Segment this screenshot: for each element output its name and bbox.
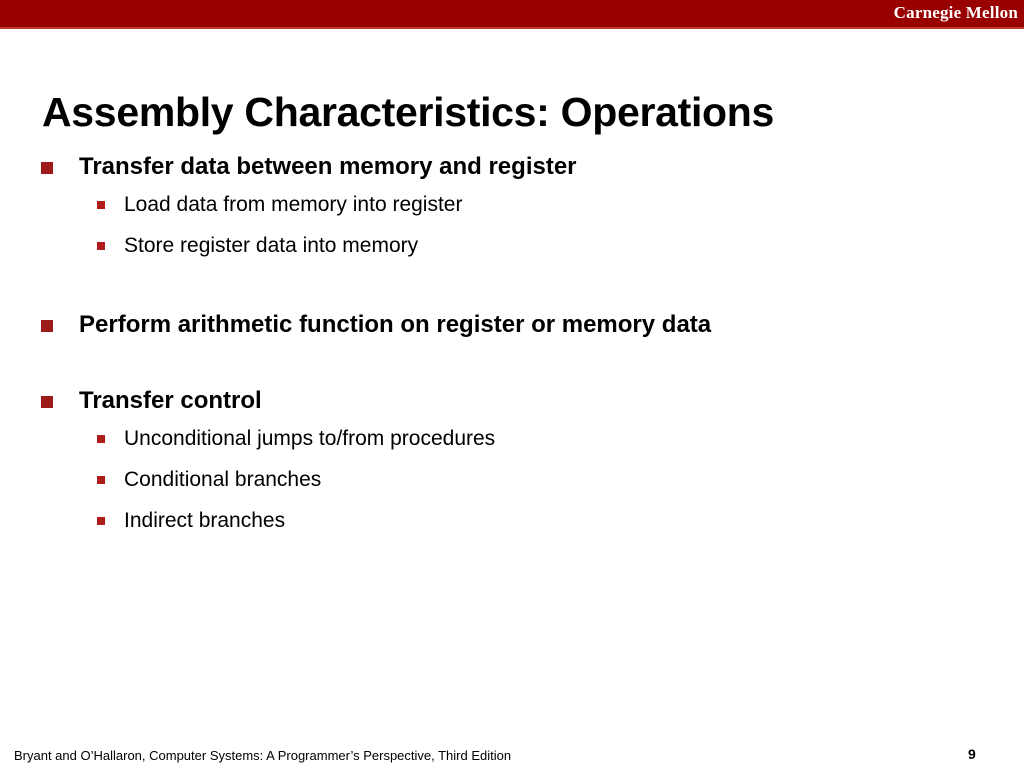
slide-number: 9 xyxy=(968,746,976,762)
square-bullet-icon xyxy=(41,396,53,408)
small-square-bullet-icon xyxy=(97,517,105,525)
bullet-level1-label: Transfer data between memory and registe… xyxy=(79,153,577,180)
small-square-bullet-icon xyxy=(97,201,105,209)
small-square-bullet-icon xyxy=(97,476,105,484)
bullet-level2-label: Load data from memory into register xyxy=(124,193,463,216)
brand-bar xyxy=(0,0,1024,27)
square-bullet-icon xyxy=(41,320,53,332)
bullet-level2: Store register data into memory xyxy=(0,225,1024,266)
bullet-level2: Load data from memory into register xyxy=(0,184,1024,225)
slide-body: Transfer data between memory and registe… xyxy=(0,150,1024,541)
bullet-level2: Indirect branches xyxy=(0,500,1024,541)
bullet-level1: Transfer data between memory and registe… xyxy=(0,150,1024,184)
bullet-group: Transfer control Unconditional jumps to/… xyxy=(0,384,1024,541)
brand-bar-underline xyxy=(0,27,1024,29)
bullet-level1-label: Transfer control xyxy=(79,387,262,414)
bullet-level2-label: Unconditional jumps to/from procedures xyxy=(124,427,496,450)
small-square-bullet-icon xyxy=(97,242,105,250)
bullet-group: Perform arithmetic function on register … xyxy=(0,308,1024,342)
bullet-level1: Transfer control xyxy=(0,384,1024,418)
bullet-level1-label: Perform arithmetic function on register … xyxy=(79,311,712,338)
footer-citation: Bryant and O’Hallaron, Computer Systems:… xyxy=(14,748,512,763)
bullet-level1: Perform arithmetic function on register … xyxy=(0,308,1024,342)
square-bullet-icon xyxy=(41,162,53,174)
bullet-level2: Conditional branches xyxy=(0,459,1024,500)
page-title: Assembly Characteristics: Operations xyxy=(42,89,775,136)
bullet-level2-label: Store register data into memory xyxy=(124,234,419,257)
brand-title: Carnegie Mellon xyxy=(893,3,1018,22)
bullet-level2: Unconditional jumps to/from procedures xyxy=(0,418,1024,459)
bullet-level2-label: Indirect branches xyxy=(124,509,286,532)
bullet-group: Transfer data between memory and registe… xyxy=(0,150,1024,266)
small-square-bullet-icon xyxy=(97,435,105,443)
bullet-level2-label: Conditional branches xyxy=(124,468,322,491)
